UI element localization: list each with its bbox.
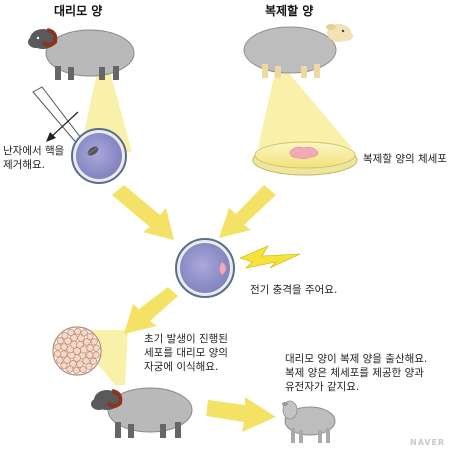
surrogate-title: 대리모 양 [54, 4, 103, 18]
surrogate-sheep-pregnant-icon [91, 387, 193, 438]
implant-line-2: 세포를 대리모 양의 [144, 347, 228, 359]
implant-line-1: 초기 발생이 진행된 [144, 333, 228, 345]
donor-title: 복제할 양 [265, 4, 314, 18]
shock-label: 전기 충격을 주어요. [250, 284, 338, 296]
embryo-cell [54, 343, 62, 351]
embryo-cell [74, 327, 82, 336]
embryo-cell [64, 337, 72, 345]
birth-label: 대리모 양이 복제 양을 출산해요. 복제 양은 체세포를 제공한 양과 유전자… [285, 352, 427, 394]
arrow-surrogate-to-lamb [206, 397, 276, 432]
birth-line-3: 유전자가 같지요. [285, 381, 360, 393]
embryo-cluster-icon [52, 326, 102, 376]
enucleate-label: 난자에서 핵을 제거해요. [3, 144, 64, 172]
embryo-cell [60, 350, 68, 358]
somatic-cell-label: 복제할 양의 체세포 [363, 153, 447, 165]
embryo-cell [72, 366, 80, 375]
pipette-icon [32, 86, 85, 147]
enucleate-line-1: 난자에서 핵을 [3, 145, 65, 157]
fused-cell-icon [175, 238, 235, 298]
embryo-cell [90, 357, 98, 365]
embryo-cell [92, 344, 100, 352]
embryo-cell [67, 328, 75, 337]
embryo-cell [54, 350, 62, 358]
embryo-cell [86, 344, 94, 352]
arrow-dish-to-fusion [219, 185, 276, 238]
embryo-cell [92, 351, 100, 359]
naver-watermark: NAVER [410, 438, 446, 447]
birth-line-2: 복제 양은 체세포를 제공한 양과 [285, 367, 424, 379]
embryo-cell [60, 362, 68, 370]
embryo-cell [79, 365, 87, 374]
birth-line-1: 대리모 양이 복제 양을 출산해요. [285, 353, 428, 365]
petri-dish-icon [252, 141, 358, 176]
enucleate-line-2: 제거해요. [3, 159, 45, 171]
embryo-cell [83, 338, 91, 346]
embryo-cell [63, 356, 71, 364]
embryo-cell [86, 332, 94, 340]
implant-line-3: 자궁에 이식해요. [144, 361, 219, 373]
embryo-cell [56, 356, 64, 364]
egg-cell-icon [71, 128, 127, 184]
embryo-cell [69, 360, 77, 368]
embryo-cell [85, 362, 93, 370]
arrow-fusion-to-embryo [124, 287, 178, 334]
surrogate-sheep-icon [28, 28, 135, 80]
embryo-cell [60, 343, 68, 351]
embryo-cell [80, 329, 88, 337]
embryo-cell [56, 337, 64, 345]
embryo-cell [90, 338, 98, 346]
lightning-icon [239, 245, 301, 269]
donor-sheep-icon [243, 24, 353, 78]
embryo-cell [61, 332, 69, 340]
embryo-cell [66, 365, 74, 373]
arrow-egg-to-fusion [112, 185, 174, 240]
embryo-cell [86, 351, 94, 359]
embryo-cell [82, 357, 90, 365]
embryo-cell [79, 345, 88, 354]
beam-donor [258, 72, 352, 148]
cloned-lamb-icon [282, 400, 336, 443]
embryo-cell [77, 334, 85, 342]
implant-label: 초기 발생이 진행된 세포를 대리모 양의 자궁에 이식해요. [144, 332, 228, 374]
